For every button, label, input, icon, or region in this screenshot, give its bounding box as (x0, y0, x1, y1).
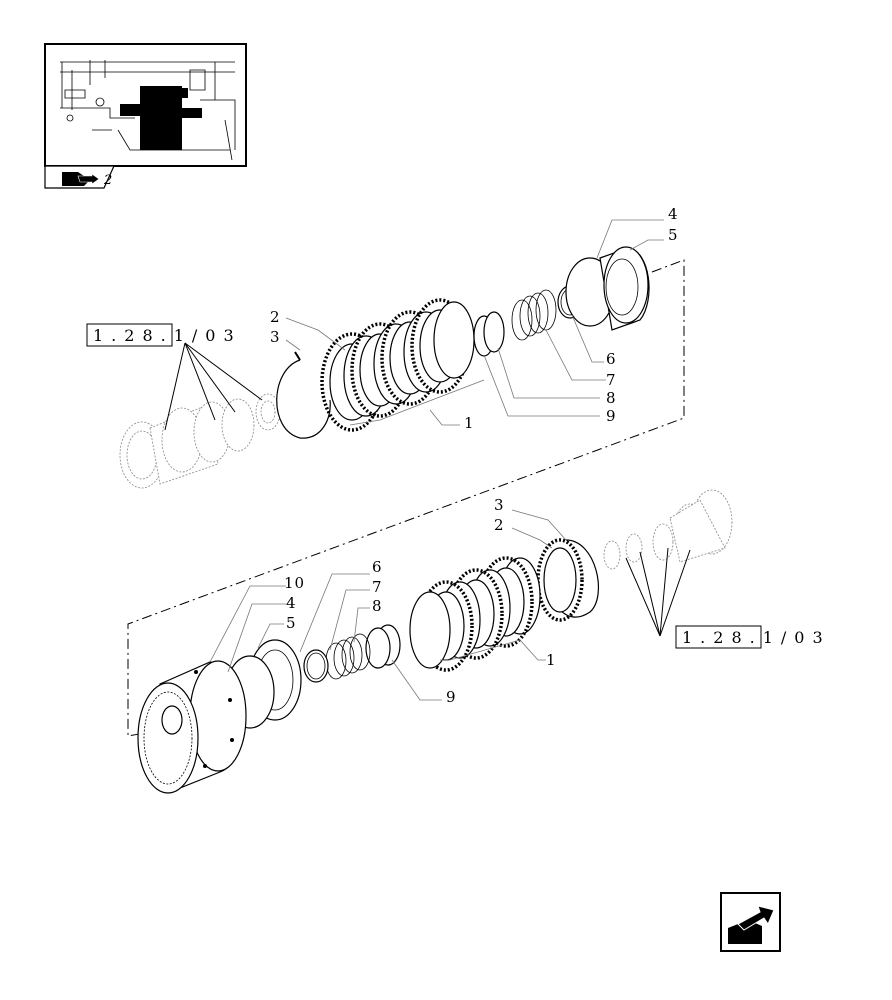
upper-callout-2: 2 (270, 308, 281, 326)
thumbnail-caption: 2 (103, 173, 112, 188)
lower-washer-8-9 (365, 624, 401, 669)
upper-snap-ring-3 (276, 351, 331, 439)
next-arrow-icon (728, 905, 775, 944)
lower-gear-shaft (603, 489, 733, 570)
lower-callout-6: 6 (372, 558, 383, 576)
upper-callout-1: 1 (464, 414, 475, 432)
thumbnail-nav-tab[interactable]: 2 (44, 165, 115, 189)
upper-callout-5: 5 (668, 226, 679, 244)
upper-callout-3: 3 (270, 328, 281, 346)
lower-reference-label[interactable]: 1.28.1/03 (675, 625, 831, 649)
lower-callout-1: 1 (546, 651, 557, 669)
lower-callout-3: 3 (494, 496, 505, 514)
upper-callout-4: 4 (668, 205, 679, 223)
assembly-boundary (127, 259, 685, 737)
lower-callout-7: 7 (372, 578, 383, 596)
lower-reference-text: 1.28.1/03 (682, 628, 831, 647)
lower-drum-10 (137, 660, 247, 794)
upper-callout-7: 7 (606, 371, 617, 389)
lower-ring-6 (303, 649, 329, 683)
lower-callout-10: 10 (284, 574, 305, 592)
lower-callout-5: 5 (286, 614, 297, 632)
thumbnail-location-view[interactable] (44, 43, 247, 167)
upper-callout-8: 8 (606, 389, 617, 407)
upper-leaders (164, 219, 664, 431)
lower-clutch-pack-1 (409, 556, 541, 672)
upper-spring-7-8 (511, 289, 557, 341)
lower-callout-4: 4 (286, 594, 297, 612)
upper-reference-label[interactable]: 1.28.1/03 (86, 323, 242, 347)
lower-leaders (209, 509, 691, 701)
upper-reference-text: 1.28.1/03 (93, 326, 242, 345)
lower-callout-9: 9 (446, 688, 457, 706)
upper-washer-9 (473, 311, 505, 357)
upper-gear-shaft (119, 393, 281, 489)
lower-callout-2: 2 (494, 516, 505, 534)
next-page-button[interactable] (720, 892, 781, 952)
upper-piston-5 (599, 246, 650, 331)
book-arrow-icon (62, 172, 100, 186)
upper-clutch-pack-1 (320, 298, 475, 432)
upper-callout-6: 6 (606, 350, 617, 368)
lower-ring-2 (536, 538, 584, 622)
lower-callout-8: 8 (372, 597, 383, 615)
upper-callout-9: 9 (606, 407, 617, 425)
